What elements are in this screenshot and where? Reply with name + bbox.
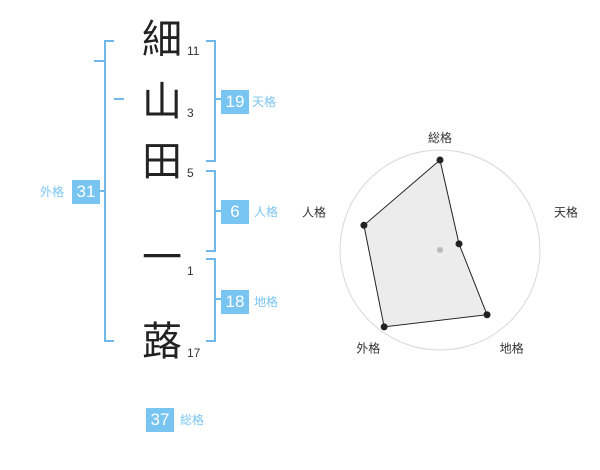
radar-axis-label-3: 外格	[356, 341, 380, 356]
chikaku-tick	[214, 298, 224, 300]
gaikaku-value-badge: 31	[72, 180, 100, 204]
radar-axis-label-4: 人格	[302, 204, 326, 219]
jinkaku-value-badge: 6	[221, 200, 249, 224]
chikaku-value-badge: 18	[221, 290, 249, 314]
gaikaku-tick-inner	[114, 98, 124, 100]
radar-point-3	[380, 323, 388, 331]
stroke-count-2: 3	[187, 106, 194, 120]
soukaku-label: 総格	[180, 413, 205, 427]
tenkaku-bracket	[206, 40, 216, 162]
name-char-2: 山	[142, 79, 182, 125]
tenkaku-tick	[214, 98, 224, 100]
tenkaku-value-badge: 19	[221, 90, 249, 114]
stroke-count-1: 11	[187, 44, 200, 58]
tenkaku-label: 天格	[252, 95, 277, 109]
jinkaku-tick	[214, 210, 224, 212]
stroke-count-4: 1	[187, 264, 194, 278]
jinkaku-label: 人格	[254, 205, 279, 219]
radar-point-2	[483, 311, 491, 319]
name-char-5: 蕗	[142, 319, 182, 365]
stroke-count-5: 17	[187, 346, 201, 360]
soukaku-value-badge: 37	[146, 408, 174, 432]
chikaku-bracket	[206, 258, 216, 342]
radar-axis-label-0: 総格	[428, 130, 452, 145]
gaikaku-tick	[96, 190, 106, 192]
radar-point-0	[436, 156, 444, 164]
radar-axis-label-1: 天格	[554, 204, 578, 219]
radar-polygon	[363, 159, 488, 328]
stroke-count-3: 5	[187, 166, 194, 180]
gaikaku-label: 外格	[40, 185, 65, 199]
radar-point-1	[455, 240, 463, 248]
radar-point-4	[360, 221, 368, 229]
name-char-1: 細	[142, 17, 182, 63]
radar-center-dot	[437, 247, 443, 253]
chikaku-label: 地格	[254, 295, 279, 309]
gaikaku-tick-top	[94, 60, 104, 62]
name-char-3: 田	[142, 139, 182, 185]
name-char-4: 一	[142, 235, 182, 281]
radar-axis-label-2: 地格	[500, 341, 524, 356]
